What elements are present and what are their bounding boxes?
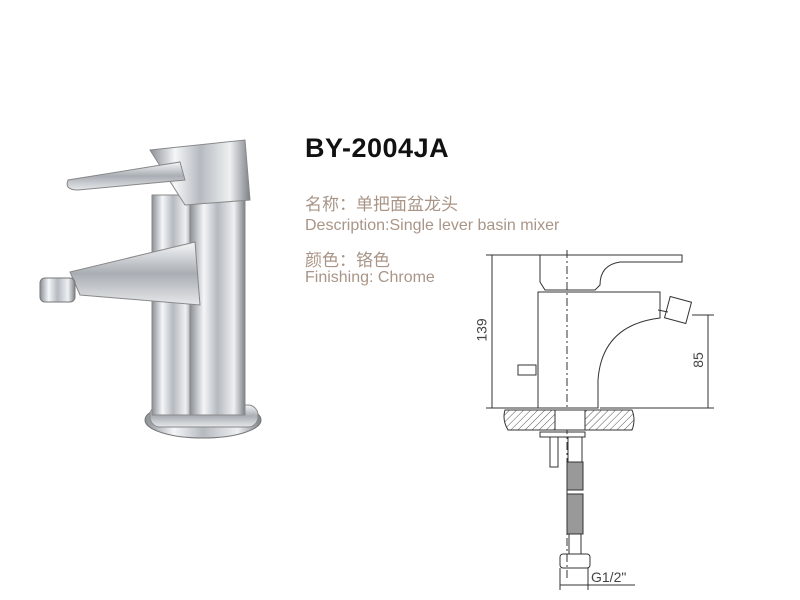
thread-label: G1/2" (591, 569, 627, 585)
product-description: Description:Single lever basin mixer (305, 217, 560, 234)
height-dimension: 139 (473, 318, 490, 342)
product-color-cn: 颜色：铬色 (305, 251, 390, 270)
product-name-cn: 名称：单把面盆龙头 (305, 195, 458, 214)
spout-dimension: 85 (689, 352, 706, 368)
model-number: BY-2004JA (305, 133, 450, 163)
product-finishing: Finishing: Chrome (305, 269, 435, 286)
